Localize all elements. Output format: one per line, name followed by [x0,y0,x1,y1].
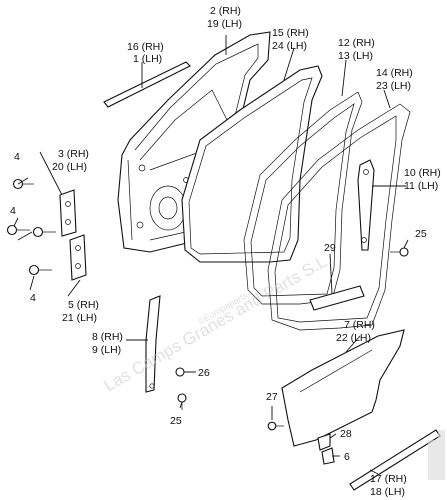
label-bolt-4-lower: 4 [30,292,36,304]
label-glass-rh: 7 (RH) [344,319,375,331]
bolt-4-lower [28,264,52,276]
bolt-25-right [390,247,409,257]
label-lower-hinge-lh: 21 (LH) [62,312,97,324]
door-glass [281,329,405,447]
label-bolt-4-upper: 4 [14,151,20,163]
bolt-4-upper [12,178,34,190]
label-bolt-25-right: 25 [415,228,427,240]
label-bolt-4-left: 4 [10,205,16,217]
label-seal-strip: 29 [324,242,336,254]
outer-door-seal [243,91,363,305]
bolt-27 [267,421,284,431]
label-belt-molding-lh: 1 (LH) [133,53,162,65]
label-weatherstrip-lh: 18 (LH) [370,486,405,498]
bolt-4-middle [32,226,56,238]
clip-6 [321,447,335,465]
label-glass-lh: 22 (LH) [336,332,371,344]
label-upper-hinge-rh: 3 (RH) [58,148,89,160]
label-rear-channel-rh: 10 (RH) [404,167,441,179]
label-inner-seal-lh: 24 (LH) [272,40,307,52]
lower-hinge [69,234,87,281]
label-front-channel-rh: 8 (RH) [92,331,123,343]
label-bolt-26: 26 [198,367,210,379]
seal-strip [309,285,365,311]
label-door-frame-lh: 19 (LH) [207,18,242,30]
label-run-channel-rh: 14 (RH) [376,67,413,79]
watermark-text: Las Camps Granes and Parts S.L. [101,250,335,396]
watermark-logo [428,430,445,480]
label-bolt-25-lower: 25 [170,415,182,427]
upper-hinge [59,189,77,237]
front-channel [145,295,161,393]
label-front-channel-lh: 9 (LH) [92,344,121,356]
clip-28 [317,433,331,451]
hinge-bolts [6,178,56,276]
leader-lines [13,35,409,475]
label-outer-seal-lh: 13 (LH) [338,50,373,62]
label-inner-seal-rh: 15 (RH) [272,27,309,39]
watermark: Las Camps Granes and Parts S.L. ©Europap… [101,250,445,480]
label-belt-molding-rh: 16 (RH) [127,41,164,53]
inner-door-seal [181,65,323,263]
label-outer-seal-rh: 12 (RH) [338,37,375,49]
bolt-4-left [6,224,30,236]
belt-molding [103,61,191,108]
label-door-frame-rh: 2 (RH) [210,5,241,17]
label-clip-6: 6 [344,451,350,463]
label-upper-hinge-lh: 20 (LH) [52,161,87,173]
rear-channel [357,159,375,251]
label-bolt-27: 27 [266,391,278,403]
label-weatherstrip-rh: 17 (RH) [370,473,407,485]
glass-run-channel [267,103,411,331]
label-clip-28: 28 [340,428,352,440]
callout-labels: 2 (RH) 19 (LH) 16 (RH) 1 (LH) 15 (RH) 24… [10,5,441,498]
label-run-channel-lh: 23 (LH) [376,80,411,92]
label-lower-hinge-rh: 5 (RH) [68,299,99,311]
label-rear-channel-lh: 11 (LH) [404,180,438,192]
